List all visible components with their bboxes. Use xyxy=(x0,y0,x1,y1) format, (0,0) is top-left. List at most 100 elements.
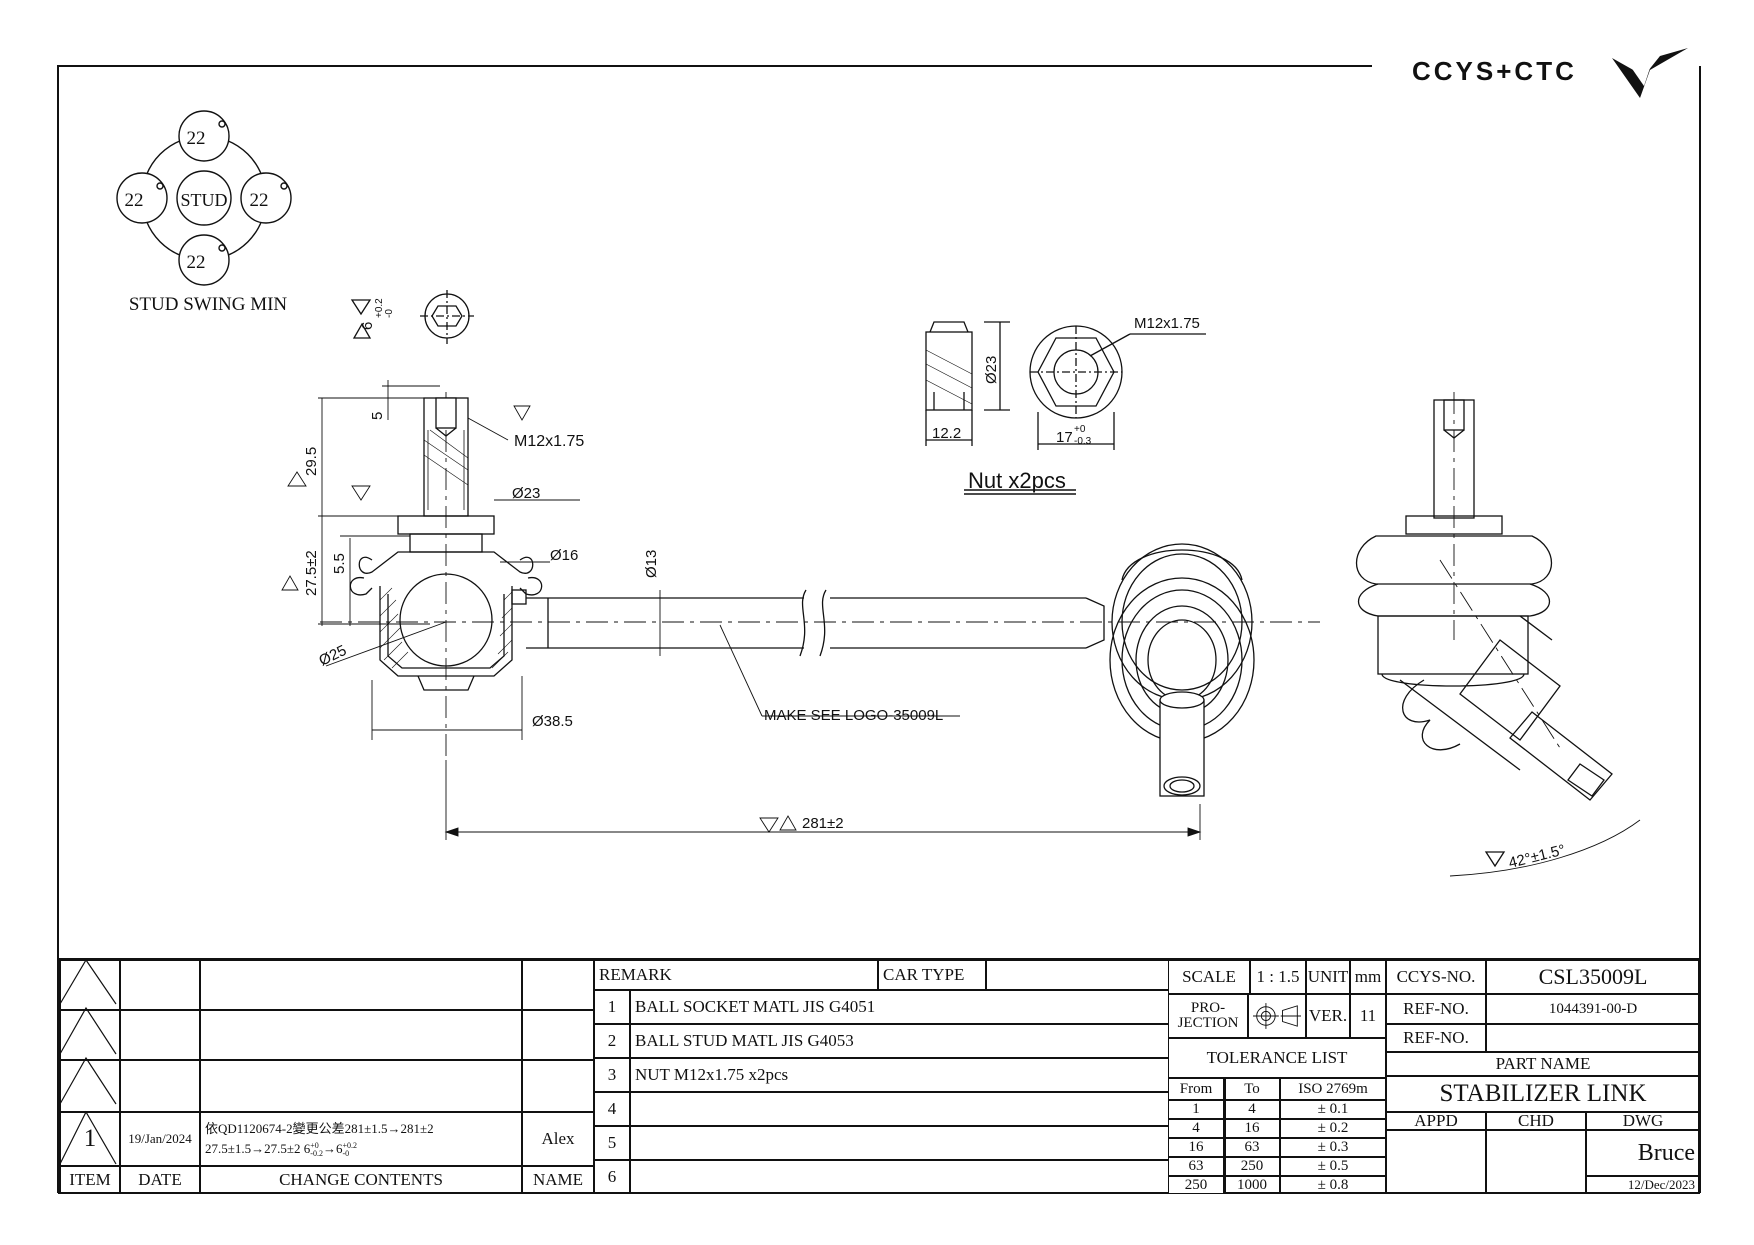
remark-no-2: 2 xyxy=(594,1024,630,1058)
scale-label: SCALE xyxy=(1168,960,1250,994)
tol-row-2-to: 16 xyxy=(1224,1119,1280,1138)
nut-views xyxy=(925,321,1206,495)
header-name: NAME xyxy=(522,1166,594,1194)
tol-header-to: To xyxy=(1224,1078,1280,1100)
tol-row-1-value: ± 0.1 xyxy=(1280,1100,1386,1119)
title-block: 1 19/Jan/2024 依QD1120674-2變更公差281±1.5→28… xyxy=(58,958,1700,1194)
dim-stud-29-5: 29.5 xyxy=(303,447,320,476)
part-name-label: PART NAME xyxy=(1386,1052,1700,1076)
hex-tol-minus: -0 xyxy=(384,309,395,318)
ver-label: VER. xyxy=(1306,994,1350,1038)
main-side-view xyxy=(320,392,1320,797)
remark-no-1: 1 xyxy=(594,990,630,1024)
dwg-date: 12/Dec/2023 xyxy=(1586,1176,1700,1194)
ref-no-value: 1044391-00-D xyxy=(1486,994,1700,1024)
rev-row-3-item xyxy=(60,1060,120,1112)
ver-value: 11 xyxy=(1350,994,1386,1038)
rev-row-3-change xyxy=(200,1060,522,1112)
header-date: DATE xyxy=(120,1166,200,1194)
projection-symbol xyxy=(1248,994,1306,1038)
rev-row-2-item xyxy=(60,1010,120,1060)
rev-change-line2-wrap: 27.5±1.5→27.5±2 6+0-0.2→6+0.2-0 xyxy=(205,1139,357,1159)
appd-value xyxy=(1386,1130,1486,1194)
remark-text-6 xyxy=(630,1160,1226,1194)
swing-right: 22 xyxy=(250,190,269,211)
part-name-value: STABILIZER LINK xyxy=(1386,1076,1700,1112)
swing-bottom: 22 xyxy=(187,252,206,273)
rev-change-arrow: →6 xyxy=(322,1141,343,1156)
tolerance-title: TOLERANCE LIST xyxy=(1168,1038,1386,1078)
rev-row-3-name xyxy=(522,1060,594,1112)
rev-item: 1 xyxy=(60,1112,120,1166)
third-angle-projection-icon xyxy=(1253,1003,1301,1029)
dim-nut-thread: M12x1.75 xyxy=(1134,315,1200,332)
ccys-no-value: CSL35009L xyxy=(1486,960,1700,994)
rev-tol-b-minus: -0 xyxy=(342,1149,350,1159)
remark-no-4: 4 xyxy=(594,1092,630,1126)
rev-change-line2: 27.5±1.5→27.5±2 xyxy=(205,1141,301,1156)
dim-nut-17-plus: +0 xyxy=(1074,424,1086,435)
dimension-lines xyxy=(281,380,1202,840)
tol-row-5-to: 1000 xyxy=(1224,1176,1280,1194)
projection-label-1: PRO- xyxy=(1190,1000,1226,1016)
tol-row-2-value: ± 0.2 xyxy=(1280,1119,1386,1138)
tol-row-5-from: 250 xyxy=(1168,1176,1224,1194)
rev-tol-a-plus: +0 xyxy=(310,1141,319,1151)
dim-socket-d38-5: Ø38.5 xyxy=(532,713,573,730)
dim-rod-d13: Ø13 xyxy=(643,550,660,578)
svg-text:CCYS+CTC: CCYS+CTC xyxy=(1412,56,1577,86)
rev-row-1-item xyxy=(60,960,120,1010)
tol-row-5-value: ± 0.8 xyxy=(1280,1176,1386,1194)
projection-label: PRO- JECTION xyxy=(1168,994,1248,1038)
rev-name: Alex xyxy=(522,1112,594,1166)
remark-text-1: BALL SOCKET MATL JIS G4051 xyxy=(630,990,1226,1024)
rev-tol-a-minus: -0.2 xyxy=(310,1149,323,1159)
rev-row-1-change xyxy=(200,960,522,1010)
scale-value: 1 : 1.5 xyxy=(1250,960,1306,994)
tol-header-iso: ISO 2769m xyxy=(1280,1078,1386,1100)
tol-row-1-from: 1 xyxy=(1168,1100,1224,1119)
remark-text-4 xyxy=(630,1092,1226,1126)
tol-row-4-to: 250 xyxy=(1224,1157,1280,1176)
tol-row-3-from: 16 xyxy=(1168,1138,1224,1157)
brand-logo: CCYS+CTC xyxy=(1412,48,1688,98)
dim-stud-d23: Ø23 xyxy=(512,485,540,502)
projection-label-2: JECTION xyxy=(1177,1015,1239,1031)
remark-no-3: 3 xyxy=(594,1058,630,1092)
rev-row-3-date xyxy=(120,1060,200,1112)
remark-label: REMARK xyxy=(594,960,878,990)
tol-row-4-value: ± 0.5 xyxy=(1280,1157,1386,1176)
hex-depth-dim: 6 xyxy=(359,322,376,330)
dim-nut-17-minus: -0.3 xyxy=(1074,436,1092,447)
tol-header-from: From xyxy=(1168,1078,1224,1100)
stud-hex-end-view xyxy=(350,290,474,344)
header-item: ITEM xyxy=(60,1166,120,1194)
dim-ball-5-5: 5.5 xyxy=(331,553,348,574)
dim-ball-d25: Ø25 xyxy=(316,642,349,670)
rev-change-contents: 依QD1120674-2變更公差281±1.5→281±2 27.5±1.5→2… xyxy=(200,1112,522,1166)
dwg-label: DWG xyxy=(1586,1112,1700,1130)
dim-stud-5: 5 xyxy=(369,412,386,420)
rev-row-2-name xyxy=(522,1010,594,1060)
swing-top: 22 xyxy=(187,128,206,149)
dwg-by: Bruce xyxy=(1586,1130,1700,1176)
ref-no2-value xyxy=(1486,1024,1700,1052)
remark-text-3: NUT M12x1.75 x2pcs xyxy=(630,1058,1226,1092)
stud-swing-diagram xyxy=(116,110,292,286)
rev-row-1-name xyxy=(522,960,594,1010)
rev-change-line1: 依QD1120674-2變更公差281±1.5→281±2 xyxy=(205,1121,434,1136)
dim-nut-d23: Ø23 xyxy=(983,356,1000,384)
car-type-label: CAR TYPE xyxy=(878,960,986,990)
remark-text-5 xyxy=(630,1126,1226,1160)
rev-row-2-date xyxy=(120,1010,200,1060)
rev-tol-b-plus: +0.2 xyxy=(342,1141,357,1151)
tol-row-4-from: 63 xyxy=(1168,1157,1224,1176)
rev-row-2-change xyxy=(200,1010,522,1060)
dim-stud-thread: M12x1.75 xyxy=(514,433,584,450)
rev-row-1-date xyxy=(120,960,200,1010)
dim-nut-12-2: 12.2 xyxy=(932,425,961,442)
chd-label: CHD xyxy=(1486,1112,1586,1130)
nut-title: Nut x2pcs xyxy=(968,468,1066,493)
